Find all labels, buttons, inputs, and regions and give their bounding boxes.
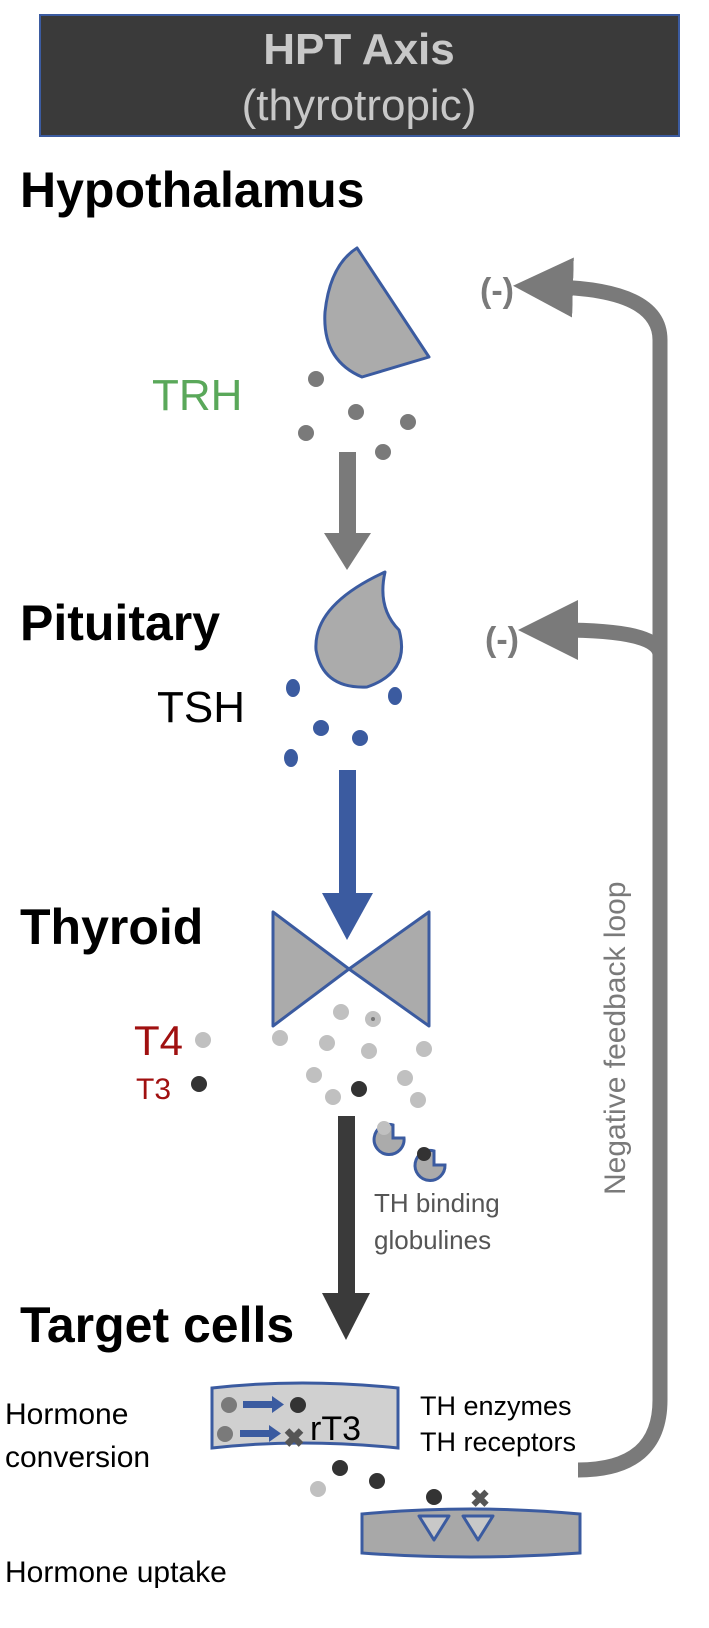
t4-molecule-dot [371,1017,375,1021]
trh-molecule [348,404,364,420]
thyroid-hormone-molecules [272,1004,432,1108]
header-box [39,14,680,137]
tsh-molecule [284,749,298,767]
stage-hypothalamus: Hypothalamus [20,162,365,218]
thyroid-shape [271,910,431,1028]
t4-molecule [361,1043,377,1059]
enzymes-label: TH enzymes [420,1391,572,1421]
t4-molecule [410,1092,426,1108]
trh-molecule [308,371,324,387]
t4-molecule [416,1041,432,1057]
t3-molecule [332,1460,348,1476]
minus-pituitary: (-) [485,621,519,659]
uptake-label: Hormone uptake [5,1556,227,1589]
t4-molecule [217,1426,233,1442]
transporter-receptor [461,1514,495,1542]
conversion-arrow [243,1396,284,1413]
thyroid-to-target-arrow [322,1116,370,1340]
transporter-receptor [417,1514,451,1542]
conversion-label-line1: Hormone [5,1398,128,1431]
t4-molecule [272,1030,288,1046]
trh-to-pituitary-arrow [324,452,371,570]
t3-molecule [351,1081,367,1097]
t4-legend-molecule [195,1032,211,1048]
t4-molecule [333,1004,349,1020]
conversion-arrow [240,1425,281,1442]
t3-molecule [426,1489,442,1505]
receptors-label: TH receptors [420,1427,576,1457]
feedback-loop-branch [518,600,668,661]
pituitary-shape [314,570,404,689]
t3-molecule [290,1397,306,1413]
stage-target-cells: Target cells [20,1297,294,1353]
tsh-molecule [388,687,402,705]
binding-globulin [413,1147,447,1182]
t3-legend-molecule [191,1076,207,1092]
conversion-label-line2: conversion [5,1441,150,1474]
header-subtitle: (thyrotropic) [242,81,477,130]
binding-globulin [372,1121,406,1156]
rt3-label: rT3 [310,1410,361,1448]
tsh-molecule [352,730,368,746]
tsh-molecule [286,679,300,697]
blocked-x-icon: ✖ [283,1423,305,1453]
blocked-x-icon: ✖ [470,1486,490,1513]
t4-molecule [310,1481,326,1497]
t4-label: T4 [134,1017,183,1064]
trh-label: TRH [152,371,242,420]
t3-molecule [369,1473,385,1489]
t4-molecule [325,1089,341,1105]
binding-label-line2: globulines [374,1225,491,1255]
trh-molecule [298,425,314,441]
t3-label: T3 [136,1073,171,1106]
hypothalamus-shape [323,246,431,379]
feedback-loop-main [513,257,668,1478]
header-title: HPT Axis [263,25,455,74]
tsh-molecule [313,720,329,736]
tsh-label: TSH [157,683,245,732]
conversion-cell [210,1381,400,1450]
t4-molecule [319,1035,335,1051]
t4-molecule [397,1070,413,1086]
stage-thyroid: Thyroid [20,899,203,955]
trh-molecule [375,444,391,460]
tsh-molecules [284,679,402,767]
feedback-label: Negative feedback loop [599,881,632,1195]
t4-molecule [306,1067,322,1083]
uptake-cell [360,1507,582,1559]
minus-hypothalamus: (-) [480,272,514,310]
trh-molecules [298,371,416,460]
tsh-to-thyroid-arrow [322,770,373,940]
trh-molecule [400,414,416,430]
binding-label-line1: TH binding [374,1188,500,1218]
t4-molecule [221,1397,237,1413]
stage-pituitary: Pituitary [20,595,220,651]
